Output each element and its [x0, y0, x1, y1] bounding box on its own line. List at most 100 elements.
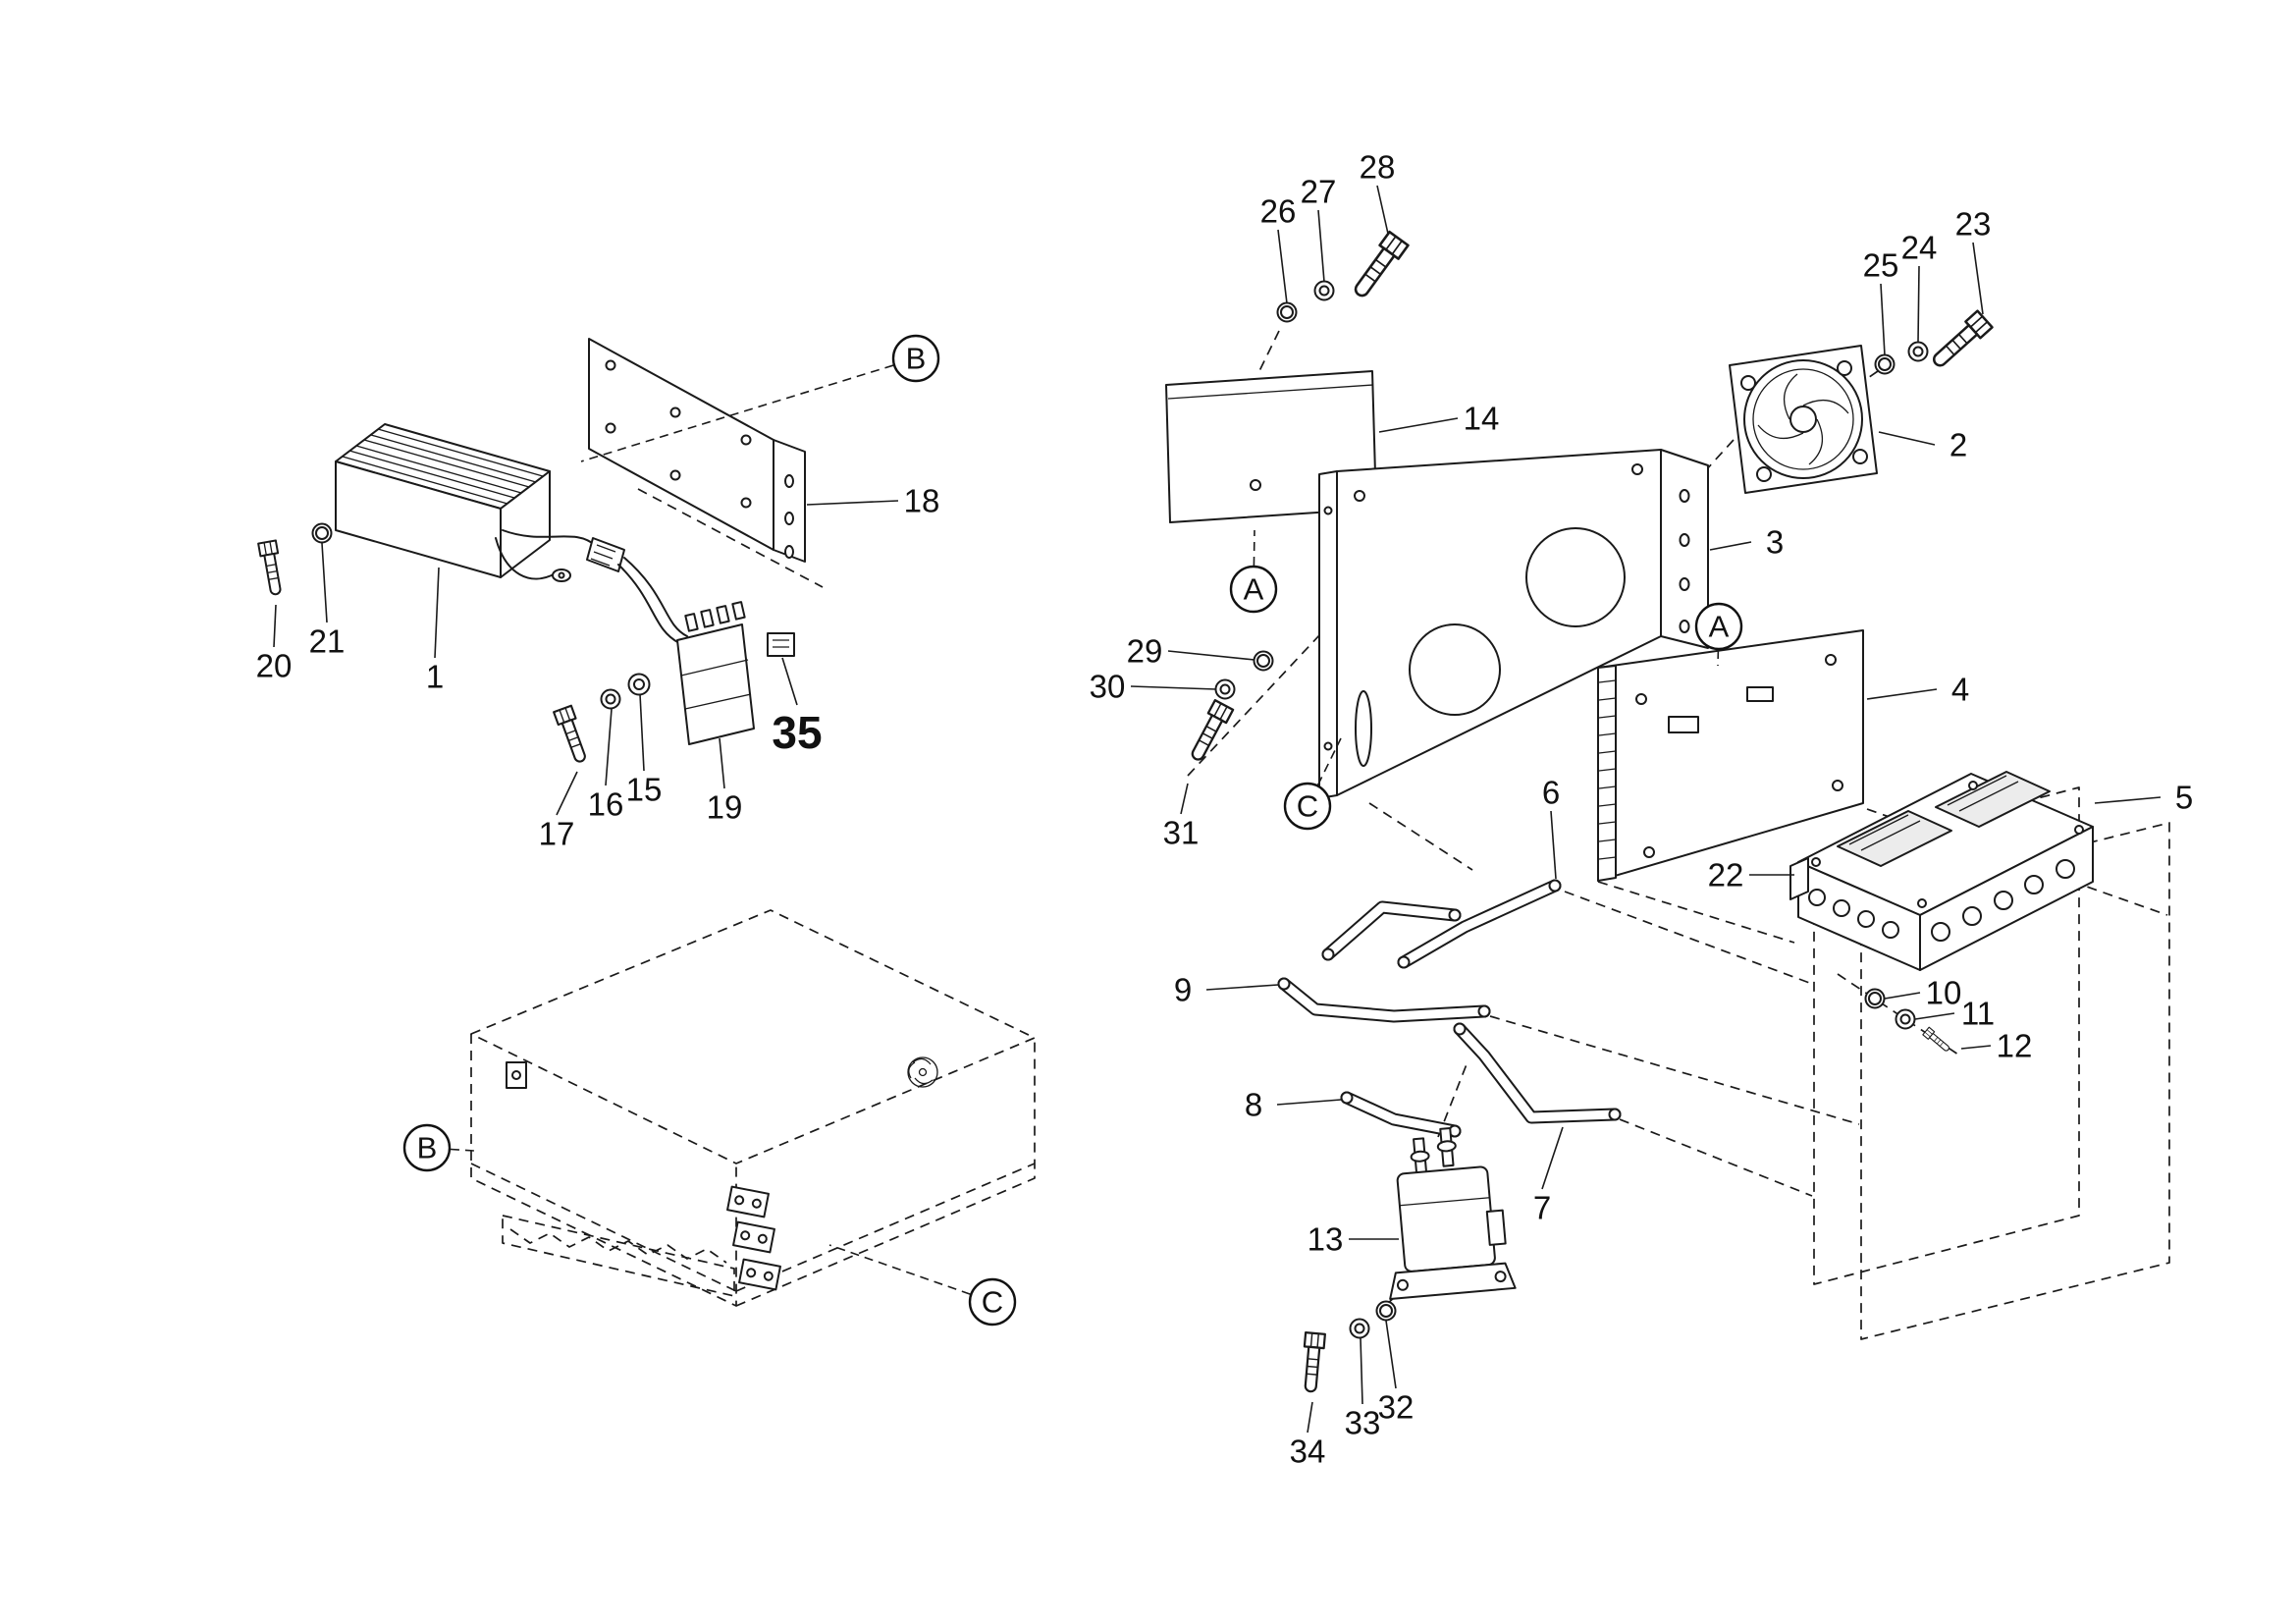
part-number-30: 30: [1090, 669, 1126, 705]
part-number-16: 16: [588, 786, 624, 823]
bolt-28: [1347, 230, 1410, 302]
part-1-finned-module: [335, 423, 551, 578]
guide-line: [1187, 618, 1336, 777]
leader-line-32: [1385, 1320, 1397, 1389]
part-number-5: 5: [2175, 780, 2193, 816]
part-number-1: 1: [426, 659, 444, 695]
part-number-17: 17: [539, 816, 575, 852]
ref-letter-A-2: A: [1709, 610, 1730, 644]
ref-letter-C-5: C: [982, 1285, 1003, 1320]
washer-27: [1313, 280, 1335, 301]
ref-circle-A-2: [1694, 602, 1743, 651]
leader-line-28: [1376, 185, 1389, 235]
guide-line: [1256, 330, 1280, 376]
part-number-21: 21: [309, 623, 346, 660]
leader-line-1: [434, 567, 440, 659]
part-number-4: 4: [1951, 672, 1969, 708]
bolt-31: [1185, 698, 1235, 765]
leader-line-8: [1276, 1099, 1342, 1106]
ref-circle-C-3: [1283, 782, 1332, 831]
part-35-plug: [767, 632, 795, 657]
leader-line-24: [1917, 265, 1920, 344]
ref-letter-C-3: C: [1297, 789, 1318, 824]
part-19-connector-block: [676, 601, 755, 745]
projection-outline-2: [1860, 822, 2170, 1340]
leader-line-30: [1130, 685, 1217, 690]
leader-line-4: [1866, 688, 1938, 700]
part-8-busbar: [1340, 1091, 1462, 1138]
part-number-3: 3: [1766, 524, 1784, 561]
washer-33: [1349, 1318, 1370, 1339]
leader-line-2: [1878, 431, 1936, 446]
ref-letter-B-0: B: [906, 342, 927, 376]
part-number-28: 28: [1360, 149, 1396, 186]
leader-line-3: [1709, 541, 1752, 551]
leader-line-18: [806, 500, 899, 506]
part-13-contactor: [1389, 1126, 1517, 1300]
part-number-12: 12: [1997, 1028, 2033, 1064]
nut-15: [627, 673, 651, 696]
ref-circle-C-5: [968, 1277, 1017, 1326]
part-number-23: 23: [1955, 206, 1992, 243]
washer-11: [1895, 1008, 1916, 1030]
part-6-busbars: [1321, 879, 1562, 969]
part-number-8: 8: [1245, 1087, 1262, 1123]
part-number-25: 25: [1863, 247, 1899, 284]
enclosure-ghost-box: [470, 909, 1036, 1307]
leader-line-21: [321, 542, 328, 623]
bolt-34: [1299, 1331, 1326, 1394]
ref-leader-A-1: [1253, 529, 1255, 567]
part-number-24: 24: [1901, 230, 1938, 266]
part-number-2: 2: [1949, 427, 1967, 463]
part-3-bracket-panel: [1318, 449, 1709, 799]
part-number-11: 11: [1961, 996, 1995, 1032]
screw-12: [1922, 1026, 1952, 1055]
part-number-35: 35: [772, 707, 822, 758]
part-9-busbar: [1277, 977, 1491, 1023]
part-5-controller: [1789, 771, 2094, 971]
ref-leader-C-3: [1316, 737, 1342, 785]
leader-line-10: [1884, 992, 1921, 1000]
washer-25: [1874, 353, 1896, 375]
washer-30: [1214, 678, 1236, 700]
leader-line-26: [1277, 229, 1288, 304]
leader-line-23: [1972, 242, 1984, 315]
ref-leader-B-0: [580, 364, 894, 462]
washer-29: [1253, 650, 1274, 672]
guide-line: [1489, 1015, 1860, 1125]
enclosure-fan-symbol: [907, 1056, 938, 1088]
leader-line-34: [1307, 1401, 1313, 1434]
ref-circle-B-0: [891, 334, 940, 383]
leader-line-20: [273, 604, 277, 648]
leader-line-15: [639, 693, 645, 772]
part-number-19: 19: [707, 789, 743, 826]
leader-line-7: [1541, 1126, 1564, 1190]
leader-line-35: [781, 657, 798, 706]
leader-line-31: [1180, 783, 1189, 815]
washer-32: [1375, 1300, 1397, 1322]
leader-line-6: [1550, 810, 1557, 880]
part-number-15: 15: [626, 772, 663, 808]
part-number-14: 14: [1464, 401, 1500, 437]
leader-line-11: [1914, 1012, 1955, 1020]
part-number-33: 33: [1345, 1405, 1381, 1441]
leader-line-29: [1167, 650, 1255, 661]
part-18-mounting-plate: [588, 338, 806, 563]
part-number-31: 31: [1163, 815, 1200, 851]
part-number-6: 6: [1542, 775, 1560, 811]
ref-leader-C-5: [828, 1244, 971, 1295]
part-number-20: 20: [256, 648, 293, 684]
part-number-10: 10: [1926, 975, 1962, 1011]
leader-line-14: [1378, 417, 1459, 433]
washer-21: [311, 522, 333, 544]
leader-line-17: [556, 771, 578, 816]
enclosure-bracket: [506, 1061, 527, 1089]
ref-circle-B-4: [402, 1123, 452, 1172]
part-number-27: 27: [1301, 174, 1337, 210]
guide-line: [637, 488, 824, 588]
leader-line-25: [1880, 283, 1886, 356]
leader-line-9: [1205, 984, 1279, 991]
washer-26: [1276, 301, 1298, 323]
